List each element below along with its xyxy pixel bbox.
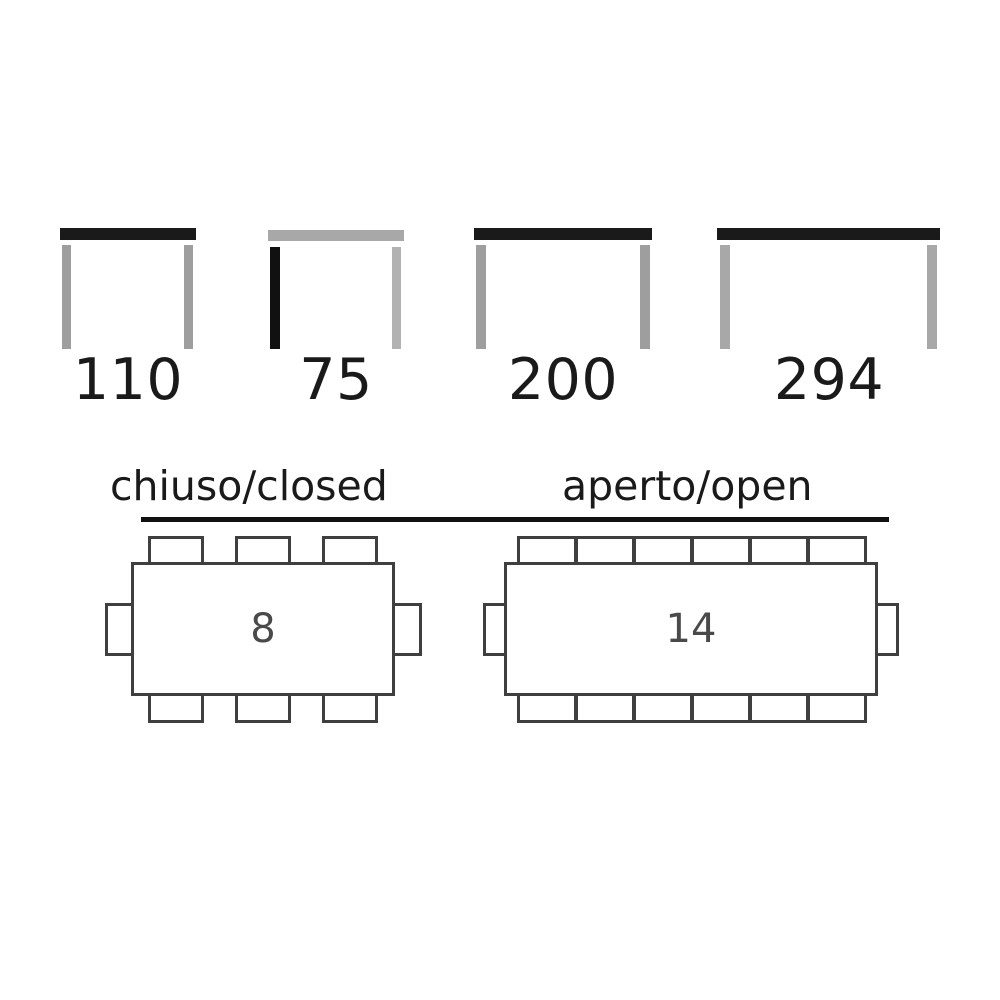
seat-bottom-2	[235, 693, 291, 723]
caption-aperto-open: aperto/open	[562, 462, 813, 510]
caption-chiuso-closed: chiuso/closed	[110, 462, 388, 510]
dimension-left-leg	[476, 245, 486, 349]
dimension-label-75: 75	[299, 347, 373, 413]
table-surface-open	[504, 562, 878, 696]
dimension-left-leg	[720, 245, 730, 349]
dimension-top-bar	[60, 228, 196, 240]
seat-bottom-5	[749, 693, 809, 723]
dimension-top-bar	[474, 228, 652, 240]
dimension-left-leg	[62, 245, 71, 349]
dimension-right-leg	[927, 245, 937, 349]
seat-top-5	[749, 536, 809, 566]
seat-bottom-1	[517, 693, 577, 723]
dimension-label-200: 200	[507, 347, 619, 413]
seat-count-closed: 8	[250, 606, 276, 652]
table-surface-closed	[131, 562, 395, 696]
seat-bottom-6	[807, 693, 867, 723]
seat-bottom-3	[633, 693, 693, 723]
seat-right-1	[392, 603, 422, 656]
seat-bottom-3	[322, 693, 378, 723]
dimension-icon-row: 110 75 200 294	[0, 0, 1000, 440]
seat-top-4	[691, 536, 751, 566]
seat-count-open: 14	[665, 606, 717, 652]
seat-bottom-2	[575, 693, 635, 723]
dimension-right-leg	[640, 245, 650, 349]
section-divider-rule	[141, 517, 889, 522]
dimension-left-leg-highlighted	[270, 247, 280, 349]
seat-bottom-1	[148, 693, 204, 723]
dimension-right-leg	[392, 247, 401, 349]
dimension-label-110: 110	[72, 347, 184, 413]
seat-bottom-4	[691, 693, 751, 723]
dimension-label-294: 294	[773, 347, 885, 413]
dimension-right-leg	[184, 245, 193, 349]
seat-top-2	[235, 536, 291, 566]
dimension-top-bar	[268, 230, 404, 241]
dimension-top-bar	[717, 228, 940, 240]
seat-top-6	[807, 536, 867, 566]
